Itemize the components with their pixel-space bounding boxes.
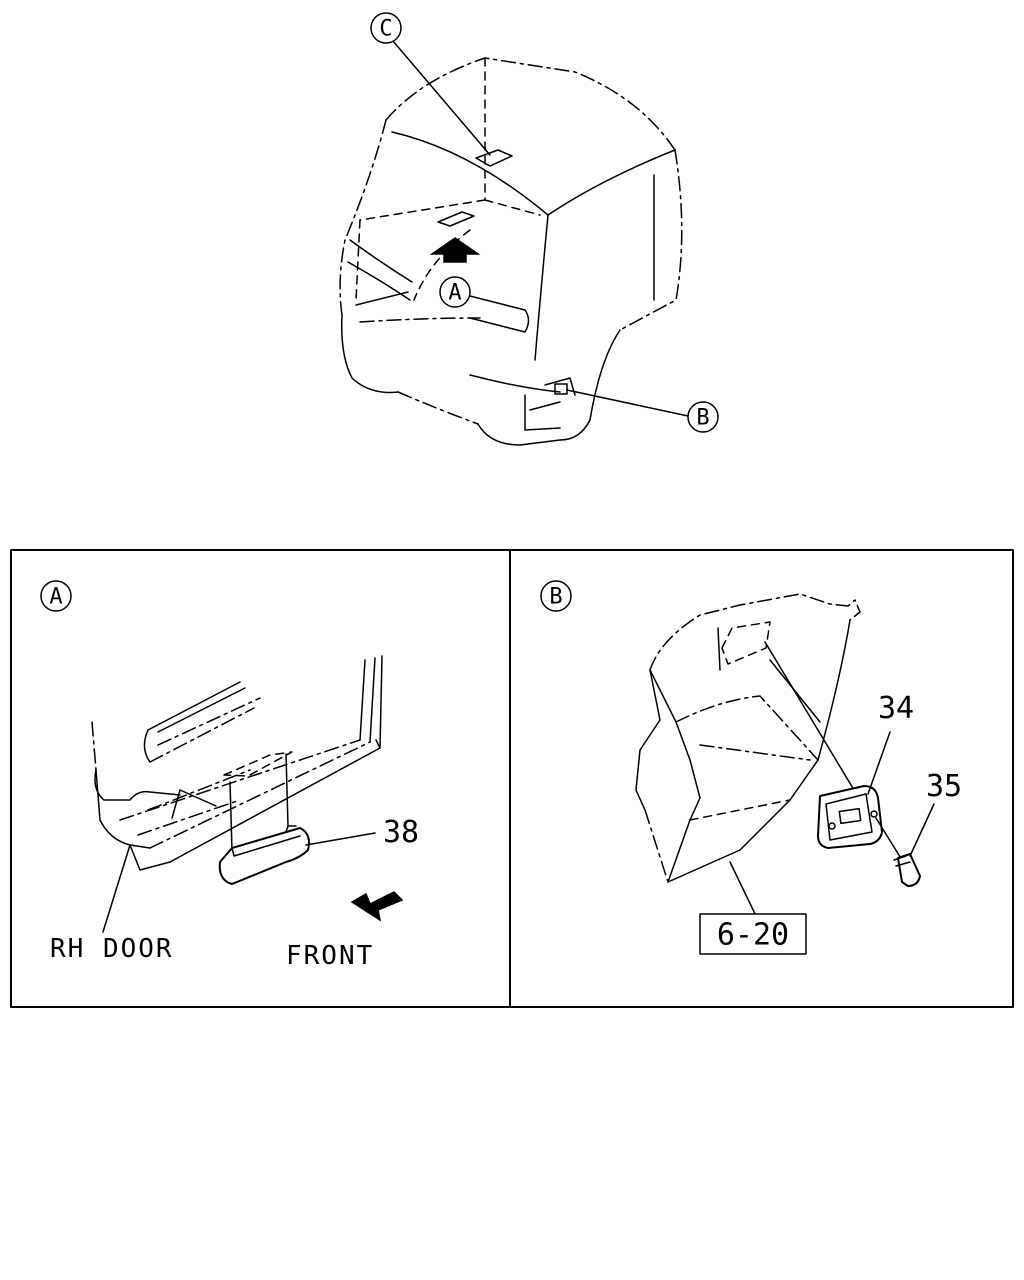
svg-text:6-20: 6-20: [717, 918, 789, 953]
leader-34: [867, 731, 891, 795]
detail-frame: [10, 549, 1014, 1008]
leader-c: [392, 40, 491, 156]
leader-rh-door: [102, 844, 131, 933]
leader-b: [566, 389, 689, 417]
svg-text:B: B: [696, 406, 709, 431]
detail-b-callout: B: [540, 580, 572, 612]
detail-a-callout: A: [40, 580, 72, 612]
overview-callout-c: C: [370, 12, 402, 44]
svg-text:A: A: [448, 281, 461, 306]
leader-ref: [729, 861, 759, 921]
part-number-34: 34: [878, 691, 914, 726]
front-arrow-icon: [350, 891, 404, 922]
leader-35: [909, 803, 935, 857]
svg-text:C: C: [379, 17, 392, 42]
overview-callout-a: A: [439, 276, 471, 308]
label-rh-door: RH DOOR: [50, 934, 174, 964]
detail-a-door-drawing: [91, 655, 383, 885]
part-number-35: 35: [926, 769, 962, 804]
leader-38: [305, 832, 376, 846]
reference-box: 6-20: [699, 913, 807, 955]
part-number-38: 38: [383, 815, 419, 850]
cab-overview: [339, 57, 683, 446]
detail-b-panel-drawing: [635, 593, 921, 887]
svg-text:B: B: [549, 585, 562, 610]
label-front: FRONT: [286, 941, 374, 971]
svg-text:A: A: [49, 585, 62, 610]
overview-callout-b: B: [687, 401, 719, 433]
